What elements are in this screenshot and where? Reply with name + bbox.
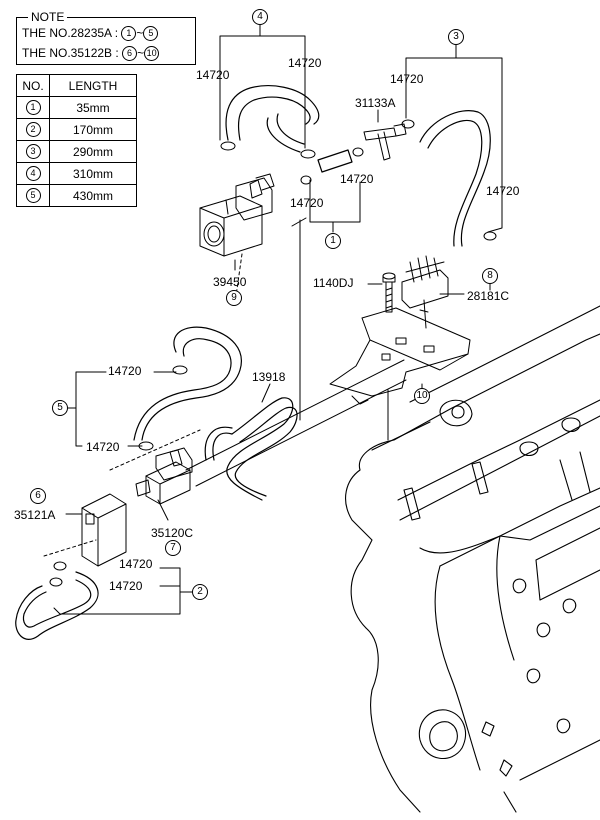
label-hose-clamp-2b: 14720 bbox=[109, 579, 143, 593]
callout-8: 8 bbox=[482, 268, 498, 284]
row-length: 430mm bbox=[49, 184, 137, 207]
label-hose-clamp-4a: 14720 bbox=[196, 68, 230, 82]
row-length: 310mm bbox=[49, 162, 137, 185]
callout-10: 10 bbox=[414, 388, 430, 404]
note-line-2: THE NO.35122B : 6~10 bbox=[22, 46, 160, 62]
note-line-1-sep: ~ bbox=[136, 26, 144, 40]
short-hose-1 bbox=[317, 149, 353, 173]
note-title: NOTE bbox=[28, 10, 68, 24]
table-row: 3 290mm bbox=[16, 140, 137, 163]
leader-lines bbox=[43, 23, 503, 615]
label-hose-clamp-3b: 14720 bbox=[486, 184, 520, 198]
hose-2 bbox=[15, 571, 99, 640]
label-hose-clamp-2a: 14720 bbox=[119, 557, 153, 571]
clamps bbox=[49, 119, 497, 587]
label-hose-clamp-3a: 14720 bbox=[390, 72, 424, 86]
row-no: 1 bbox=[25, 100, 41, 116]
note-line-1-from: 1 bbox=[121, 26, 137, 42]
valve-upper bbox=[199, 173, 275, 257]
note-line-2-prefix: THE NO.35122B : bbox=[22, 46, 119, 60]
callout-2: 2 bbox=[192, 584, 208, 600]
label-valve-upper: 39450 bbox=[213, 275, 247, 289]
callout-5: 5 bbox=[52, 400, 68, 416]
row-no: 2 bbox=[25, 122, 41, 138]
bolt bbox=[382, 272, 396, 313]
label-t-connector: 31133A bbox=[355, 96, 396, 110]
hose-4 bbox=[225, 85, 320, 153]
callout-3: 3 bbox=[448, 29, 464, 45]
row-no: 3 bbox=[25, 144, 41, 160]
hose-5 bbox=[133, 326, 242, 441]
label-connector-bracket: 28181C bbox=[467, 289, 510, 303]
note-line-2-sep: ~ bbox=[137, 46, 145, 60]
row-no: 5 bbox=[25, 188, 41, 204]
table-row: 2 170mm bbox=[16, 118, 137, 141]
table-row: 4 310mm bbox=[16, 162, 137, 185]
note-line-1: THE NO.28235A : 1~5 bbox=[22, 26, 159, 42]
length-table: NO. LENGTH 1 35mm 2 170mm 3 290mm 4 310m… bbox=[16, 74, 137, 207]
label-bolt: 1140DJ bbox=[313, 276, 354, 290]
length-table-header: NO. LENGTH bbox=[16, 74, 137, 97]
callout-9: 9 bbox=[226, 290, 242, 306]
callout-6: 6 bbox=[30, 488, 46, 504]
t-connector bbox=[363, 123, 407, 161]
valve-lower bbox=[135, 447, 193, 505]
note-line-1-to: 5 bbox=[143, 26, 159, 42]
hose-3 bbox=[419, 110, 491, 247]
label-hose-clamp-5a: 14720 bbox=[108, 364, 142, 378]
label-hose-clamp-4b: 14720 bbox=[288, 56, 322, 70]
label-hose-clamp-1b: 14720 bbox=[290, 196, 324, 210]
callout-7: 7 bbox=[165, 540, 181, 556]
cover bbox=[81, 493, 127, 567]
row-length: 290mm bbox=[49, 140, 137, 163]
row-no: 4 bbox=[25, 166, 41, 182]
table-row: 5 430mm bbox=[16, 184, 137, 207]
note-line-1-prefix: THE NO.28235A : bbox=[22, 26, 119, 40]
note-box bbox=[16, 17, 196, 65]
connector-bracket bbox=[401, 255, 449, 329]
callout-1: 1 bbox=[325, 233, 341, 249]
mounting-bracket bbox=[329, 307, 471, 405]
label-hose-clamp-5b: 14720 bbox=[86, 440, 120, 454]
header-length: LENGTH bbox=[49, 74, 137, 97]
label-valve-lower: 35120C bbox=[151, 526, 194, 540]
label-hose-long: 13918 bbox=[252, 370, 286, 384]
harness-tube bbox=[185, 217, 407, 487]
label-cover: 35121A bbox=[14, 508, 56, 522]
hose-13918 bbox=[204, 397, 298, 501]
callout-4: 4 bbox=[252, 9, 268, 25]
note-line-2-from: 6 bbox=[122, 46, 138, 62]
label-hose-clamp-1a: 14720 bbox=[340, 172, 374, 186]
engine-block bbox=[345, 305, 600, 813]
note-line-2-to: 10 bbox=[144, 46, 160, 62]
